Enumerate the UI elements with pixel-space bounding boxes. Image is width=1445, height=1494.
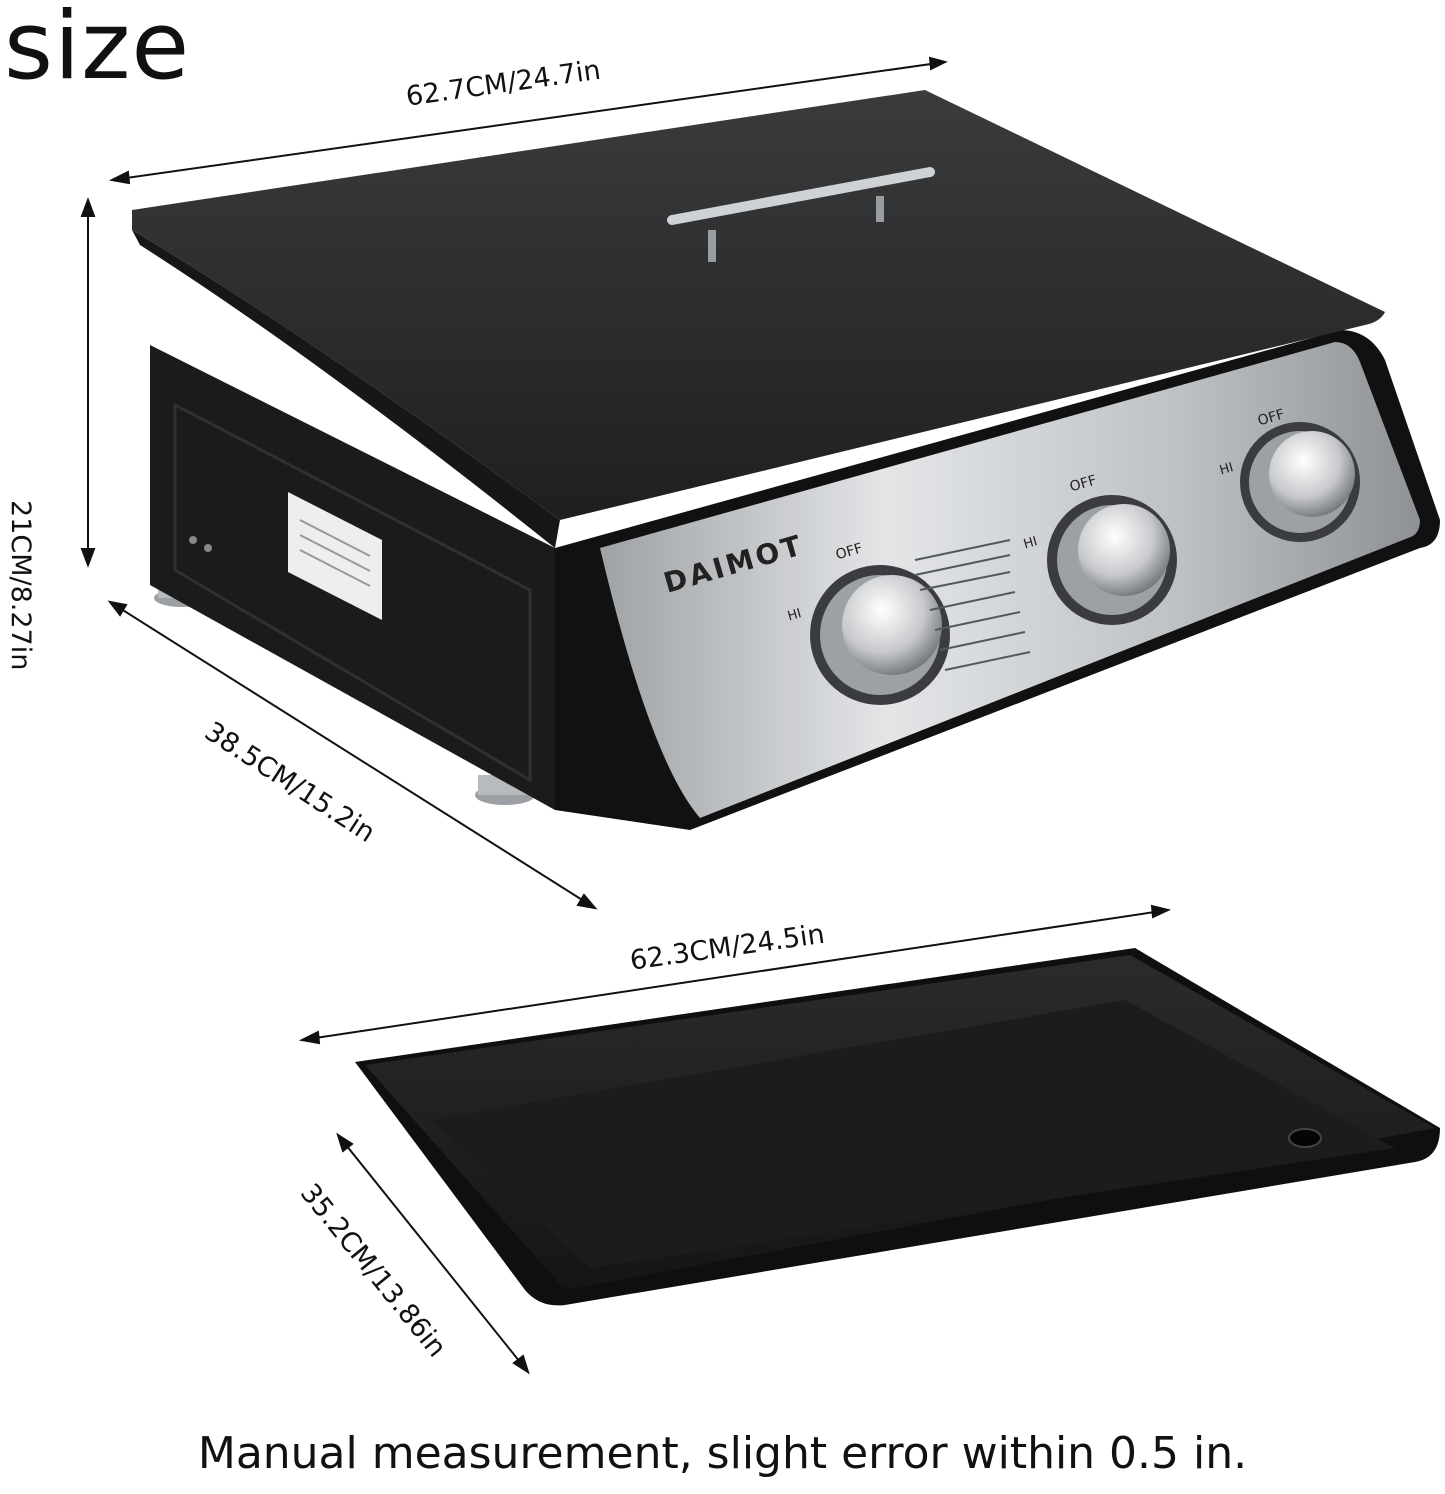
griddle-station (132, 90, 1440, 830)
page-title: size (4, 0, 191, 101)
burner-knob (1047, 495, 1177, 625)
burner-knob (1240, 422, 1360, 542)
burner-knob (810, 565, 950, 705)
measurement-note: Manual measurement, slight error within … (197, 1428, 1248, 1479)
dimension-arrows (80, 56, 1171, 1375)
griddle-height-label: 21CM/8.27in (5, 500, 36, 671)
griddle-plate (355, 948, 1440, 1306)
